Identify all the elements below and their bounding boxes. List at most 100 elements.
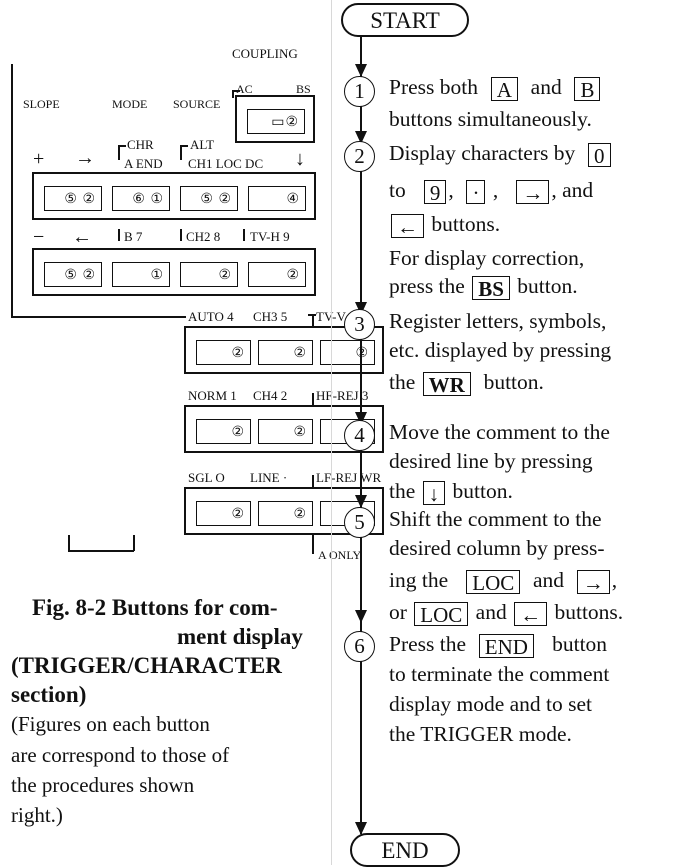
step-2-line1: Display characters by 0 (389, 140, 613, 168)
step-6-line1: Press the END button (389, 632, 608, 660)
step-4-line2: desired line by pressing (389, 449, 593, 473)
step-1-line2: buttons simultaneously. (389, 107, 592, 131)
bracket-line (232, 90, 240, 92)
key-left-arrow[interactable]: ← (514, 602, 548, 627)
step-4-line1: Move the comment to the (389, 420, 610, 444)
key-a[interactable]: A (490, 77, 518, 102)
slope-minus-button[interactable]: ⑤ ② (44, 262, 102, 287)
button-number: ② (293, 346, 307, 361)
key-down-arrow[interactable]: ↓ (422, 481, 446, 506)
step-3-line1: Register letters, symbols, (389, 309, 607, 333)
start-terminal: START (341, 3, 469, 37)
step-5-line2: desired column by press- (389, 536, 605, 560)
key-loc[interactable]: LOC (414, 602, 469, 627)
key-bs[interactable]: BS (472, 276, 510, 301)
line-dot-label: LINE · (250, 470, 288, 485)
bracket-line (11, 64, 13, 317)
source-button[interactable]: ⑤ ② (180, 186, 238, 211)
button-number: ② (231, 507, 245, 522)
coupling-button[interactable]: ▭② (247, 109, 305, 134)
bracket-line (118, 145, 126, 147)
key-right-arrow[interactable]: → (516, 180, 550, 205)
caption-title-line2: ment display (177, 624, 303, 649)
ch3-button[interactable]: ② (258, 340, 313, 365)
b-button[interactable]: ① (112, 262, 170, 287)
step-3-line3: the WR button. (389, 370, 544, 398)
bracket-line (68, 550, 134, 552)
button-number: ② (293, 425, 307, 440)
tvh-9-label: TV-H 9 (250, 229, 290, 244)
arrow-left-label: ← (72, 226, 92, 248)
chr-label: CHR (127, 137, 154, 152)
caption-title-line1: Fig. 8-2 Buttons for com- (32, 595, 278, 620)
bs-label: BS (296, 82, 311, 96)
button-row-2: ⑤ ② ① ② ② (32, 248, 316, 296)
plus-label: + (33, 148, 45, 170)
sgl0-label: SGL O (188, 470, 225, 485)
bracket-line (308, 314, 316, 316)
step-2-line2: to 9, · , →, and (389, 178, 594, 206)
bracket-line (118, 229, 120, 241)
tvh-button[interactable]: ② (248, 262, 306, 287)
flow-arrow-icon (355, 610, 367, 623)
step-number-5: 5 (344, 507, 375, 538)
tvv-button[interactable]: ② (320, 340, 375, 365)
step-number-2: 2 (344, 141, 375, 172)
flow-arrow-icon (355, 131, 367, 144)
slope-button[interactable]: ⑤ ② (44, 186, 102, 211)
flow-arrow-icon (355, 822, 367, 835)
b7-label: B 7 (124, 229, 143, 244)
bracket-line (243, 229, 245, 241)
button-number: ② (218, 268, 232, 283)
step-5-line1: Shift the comment to the (389, 507, 602, 531)
button-number: ② (286, 268, 300, 283)
step-2-line4: For display correction, (389, 246, 585, 270)
sgl-button[interactable]: ② (196, 501, 251, 526)
step-2-line5: press the BS button. (389, 274, 578, 302)
key-dot[interactable]: · (466, 180, 486, 205)
mode-label: MODE (112, 97, 148, 111)
ch4-button[interactable]: ② (258, 419, 313, 444)
mode-button[interactable]: ⑥ ① (112, 186, 170, 211)
step-1-line1: Press both A and B (389, 74, 602, 102)
step-6-line2: to terminate the comment (389, 662, 610, 686)
key-end[interactable]: END (478, 634, 534, 659)
button-number: ⑥ ① (132, 192, 164, 207)
step-4-line3: the ↓ button. (389, 479, 513, 507)
norm1-label: NORM 1 (188, 388, 237, 403)
button-number: ⑤ ② (200, 192, 232, 207)
key-left-arrow[interactable]: ← (391, 214, 424, 239)
ch2-8-label: CH2 8 (186, 229, 221, 244)
step-2-line3: ← buttons. (389, 211, 500, 239)
button-number: ② (355, 346, 369, 361)
bracket-line (133, 535, 135, 551)
hfrej3-label: HF-REJ 3 (316, 388, 369, 403)
minus-label: − (33, 226, 45, 248)
ac-label: AC (236, 82, 253, 96)
norm-button[interactable]: ② (196, 419, 251, 444)
caption-body-line3: the procedures shown (11, 773, 195, 797)
button-number: ② (231, 425, 245, 440)
key-9[interactable]: 9 (423, 180, 447, 205)
bracket-line (232, 90, 234, 98)
a-only-label: A ONLY (318, 548, 362, 562)
key-right-arrow[interactable]: → (576, 570, 610, 595)
auto-button[interactable]: ② (196, 340, 251, 365)
step-3-line2: etc. displayed by pressing (389, 338, 612, 362)
caption-body-line2: are correspond to those of (11, 743, 230, 767)
ch1-loc-dc-label: CH1 LOC DC (188, 156, 264, 171)
key-loc[interactable]: LOC (466, 570, 521, 595)
key-b[interactable]: B (574, 77, 601, 102)
arrow-right-label: → (75, 147, 95, 169)
bracket-line (11, 316, 186, 318)
key-wr[interactable]: WR (422, 372, 471, 397)
step-5-line3: ing the LOC and →, (389, 568, 618, 596)
a-end-label: A END (124, 156, 163, 171)
step-number-4: 4 (344, 420, 375, 451)
ch2-button[interactable]: ② (180, 262, 238, 287)
ch3-5-label: CH3 5 (253, 309, 288, 324)
dc-button[interactable]: ④ (248, 186, 306, 211)
button-number: ⑤ ② (64, 268, 96, 283)
line-button[interactable]: ② (258, 501, 313, 526)
key-0[interactable]: 0 (588, 143, 611, 168)
